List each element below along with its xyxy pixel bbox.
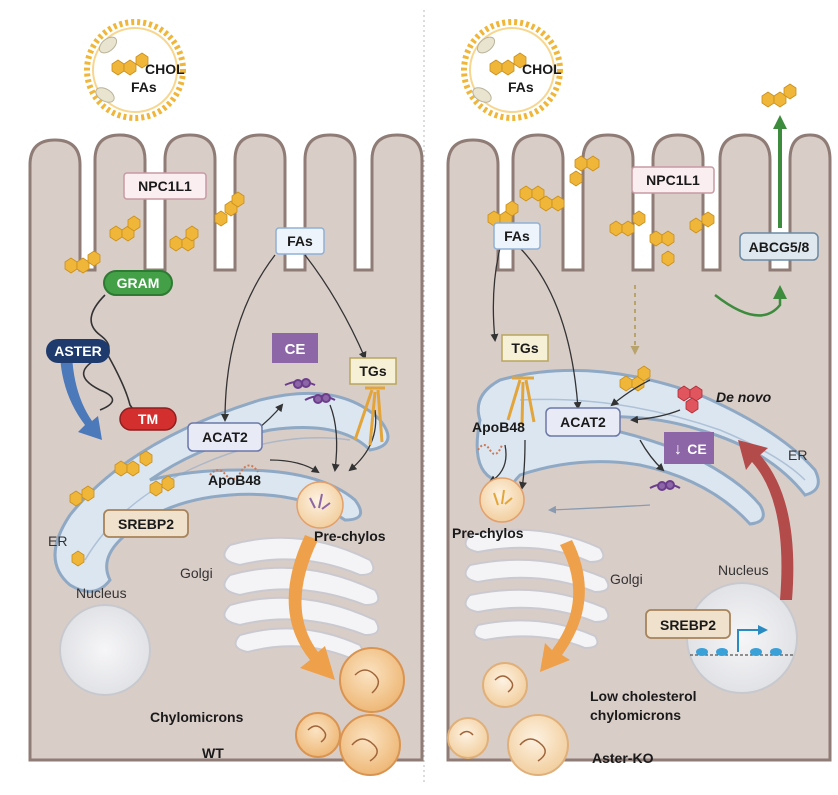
- ko-apob48-label: ApoB48: [472, 419, 525, 435]
- wt-acat2-box: [187, 422, 263, 452]
- wt-caption: WT: [202, 745, 224, 761]
- ko-er-label: ER: [788, 447, 807, 463]
- ko-pre-chylo: [479, 477, 525, 523]
- ko-ce-down-arrow: ↓: [674, 441, 682, 458]
- ko-tg-molecule: [506, 376, 536, 426]
- wt-tg-molecule: [353, 386, 385, 446]
- wt-ce-molecules: [284, 378, 336, 404]
- ko-panel: CHOL FAs: [446, 19, 832, 776]
- ko-prechylos-label: Pre-chylos: [452, 525, 524, 541]
- ko-acat2-box: [545, 407, 621, 437]
- wt-micelle: [84, 19, 186, 121]
- wt-nucleus-label: Nucleus: [76, 585, 127, 601]
- ko-srebp2-box: [645, 609, 731, 639]
- ko-tgs-box: [501, 334, 549, 362]
- wt-apob48-label: ApoB48: [208, 472, 261, 488]
- ko-fas-label: FAs: [504, 228, 530, 244]
- wt-fas-box: [275, 227, 325, 255]
- ko-de-novo-label: De novo: [716, 389, 772, 405]
- wt-srebp2-label: SREBP2: [118, 516, 174, 532]
- wt-nucleus: [59, 604, 151, 696]
- wt-panel: CHOL FAs: [28, 19, 424, 776]
- ko-ce-label: CE: [687, 441, 706, 457]
- ko-caption: Aster-KO: [592, 750, 654, 766]
- wt-gram-domain: [103, 270, 173, 296]
- wt-micelle-fas-label: FAs: [131, 79, 157, 95]
- wt-golgi-label: Golgi: [180, 565, 213, 581]
- ko-micelle-fas-label: FAs: [508, 79, 534, 95]
- ko-low-chol-label-line2: chylomicrons: [590, 707, 681, 723]
- ko-cholesterol-molecules: [487, 83, 797, 392]
- ko-efflux-arrow-curve: [714, 285, 787, 317]
- ko-micelle-chol-label: CHOL: [522, 61, 562, 77]
- wt-tgs-box: [349, 357, 397, 385]
- wt-micelle-chol-label: CHOL: [145, 61, 185, 77]
- ko-ce-box: [664, 432, 714, 464]
- ko-golgi-label: Golgi: [610, 571, 643, 587]
- wt-chylomicrons-label: Chylomicrons: [150, 709, 244, 725]
- ko-fas-box: [493, 222, 541, 250]
- ko-low-chol-label-line1: Low cholesterol: [590, 688, 697, 704]
- wt-npc1l1-label: NPC1L1: [138, 178, 192, 194]
- wt-srebp2-box: [103, 509, 189, 538]
- ko-micelle: [461, 19, 563, 121]
- wt-ce-label: CE: [285, 341, 306, 358]
- wt-orange-arrow: [288, 535, 335, 680]
- ko-de-novo-cholesterol: [677, 385, 703, 414]
- wt-tm-domain: [119, 407, 177, 431]
- ko-chylomicrons: [447, 662, 569, 776]
- ko-npc1l1-label: NPC1L1: [646, 172, 700, 188]
- ko-srebp2-label: SREBP2: [660, 617, 716, 633]
- wt-pre-chylo: [296, 481, 344, 529]
- ko-acat2-label: ACAT2: [560, 414, 606, 430]
- ko-gene-transcription: [690, 625, 795, 656]
- wt-aster-label: ASTER: [54, 343, 101, 359]
- wt-tm-label: TM: [138, 411, 158, 427]
- ko-orange-arrow: [540, 540, 585, 672]
- wt-gram-label: GRAM: [117, 275, 160, 291]
- wt-ce-box: [272, 333, 318, 363]
- ko-abcg-label: ABCG5/8: [749, 239, 810, 255]
- wt-tgs-label: TGs: [359, 363, 386, 379]
- ko-tgs-label: TGs: [511, 340, 538, 356]
- wt-apob48-protein: [209, 464, 259, 480]
- ko-srebp2-arrow: [738, 440, 794, 600]
- ko-npc1l1-box: [631, 166, 715, 194]
- ko-ce-molecules: [649, 480, 681, 491]
- ko-nucleus-label: Nucleus: [718, 562, 769, 578]
- wt-er: [53, 391, 390, 593]
- wt-cholesterol-molecules: [64, 191, 245, 567]
- wt-fas-label: FAs: [287, 233, 313, 249]
- wt-acat2-label: ACAT2: [202, 429, 248, 445]
- wt-chylomicrons: [295, 647, 405, 776]
- ko-abcg-box: [739, 232, 819, 261]
- ko-apob48-protein: [477, 444, 503, 455]
- wt-npc1l1-box: [123, 172, 207, 200]
- wt-aster-protein: [46, 339, 110, 363]
- wt-er-label: ER: [48, 533, 67, 549]
- wt-aster-transport-arrow: [60, 355, 102, 440]
- wt-prechylos-label: Pre-chylos: [314, 528, 386, 544]
